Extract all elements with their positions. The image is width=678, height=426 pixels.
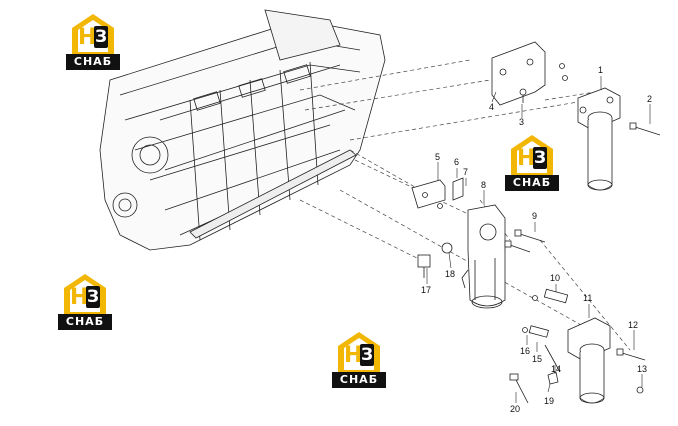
- part-bracket-4: [491, 41, 546, 106]
- callout-19: 19: [544, 396, 554, 406]
- watermark-logo: Н З СНАБ: [58, 272, 112, 330]
- logo-mark: Н З: [68, 284, 102, 310]
- callout-13: 13: [637, 364, 647, 374]
- logo-brand-text: СНАБ: [505, 175, 559, 191]
- part-water-separator-8: [461, 204, 506, 309]
- callout-10: 10: [550, 273, 560, 283]
- logo-letter-3: З: [86, 286, 100, 308]
- callout-7: 7: [463, 167, 468, 177]
- callout-18: 18: [445, 269, 455, 279]
- callout-leaders: [426, 76, 651, 403]
- logo-letter-h: Н: [344, 343, 363, 368]
- logo-mark: Н З: [342, 342, 376, 368]
- logo-letter-3: З: [360, 344, 374, 366]
- callout-3: 3: [519, 117, 524, 127]
- callout-14: 14: [551, 364, 561, 374]
- part-fuel-filter-1: [577, 87, 621, 191]
- engine-block: [99, 9, 386, 251]
- callout-20: 20: [510, 404, 520, 414]
- watermark-logo: Н З СНАБ: [332, 330, 386, 388]
- part-bolts-9: [504, 229, 546, 253]
- watermark-logo: Н З СНАБ: [66, 12, 120, 70]
- logo-mark: Н З: [76, 24, 110, 50]
- part-bracket-5: [411, 177, 464, 209]
- callout-9: 9: [532, 211, 537, 221]
- callout-8: 8: [481, 180, 486, 190]
- callout-1: 1: [598, 65, 603, 75]
- part-bolt-2: [629, 122, 661, 136]
- watermark-logo: Н З СНАБ: [505, 133, 559, 191]
- callout-15: 15: [532, 354, 542, 364]
- callout-5: 5: [435, 152, 440, 162]
- part-bolts-12-16: [509, 325, 646, 404]
- logo-mark: Н З: [515, 145, 549, 171]
- callout-16: 16: [520, 346, 530, 356]
- logo-brand-text: СНАБ: [66, 54, 120, 70]
- logo-letter-h: Н: [78, 25, 97, 50]
- logo-brand-text: СНАБ: [58, 314, 112, 330]
- callout-17: 17: [421, 285, 431, 295]
- callout-6: 6: [454, 157, 459, 167]
- part-seal-18: [441, 242, 453, 254]
- logo-letter-3: З: [94, 26, 108, 48]
- callout-labels: 1 2 3 4 5 6 7 8 9 10 11 12 13 14 15 16 1…: [421, 65, 652, 414]
- logo-brand-text: СНАБ: [332, 372, 386, 388]
- part-sleeve-10: [532, 288, 569, 304]
- callout-11: 11: [583, 293, 592, 303]
- logo-letter-h: Н: [517, 146, 536, 171]
- part-bolts-3: [519, 63, 568, 103]
- part-fuel-filter-11: [567, 317, 611, 404]
- callout-2: 2: [647, 94, 652, 104]
- logo-letter-3: З: [533, 147, 547, 169]
- callout-12: 12: [628, 320, 638, 330]
- part-plug-17: [417, 254, 431, 278]
- callout-4: 4: [489, 102, 494, 112]
- logo-letter-h: Н: [70, 285, 89, 310]
